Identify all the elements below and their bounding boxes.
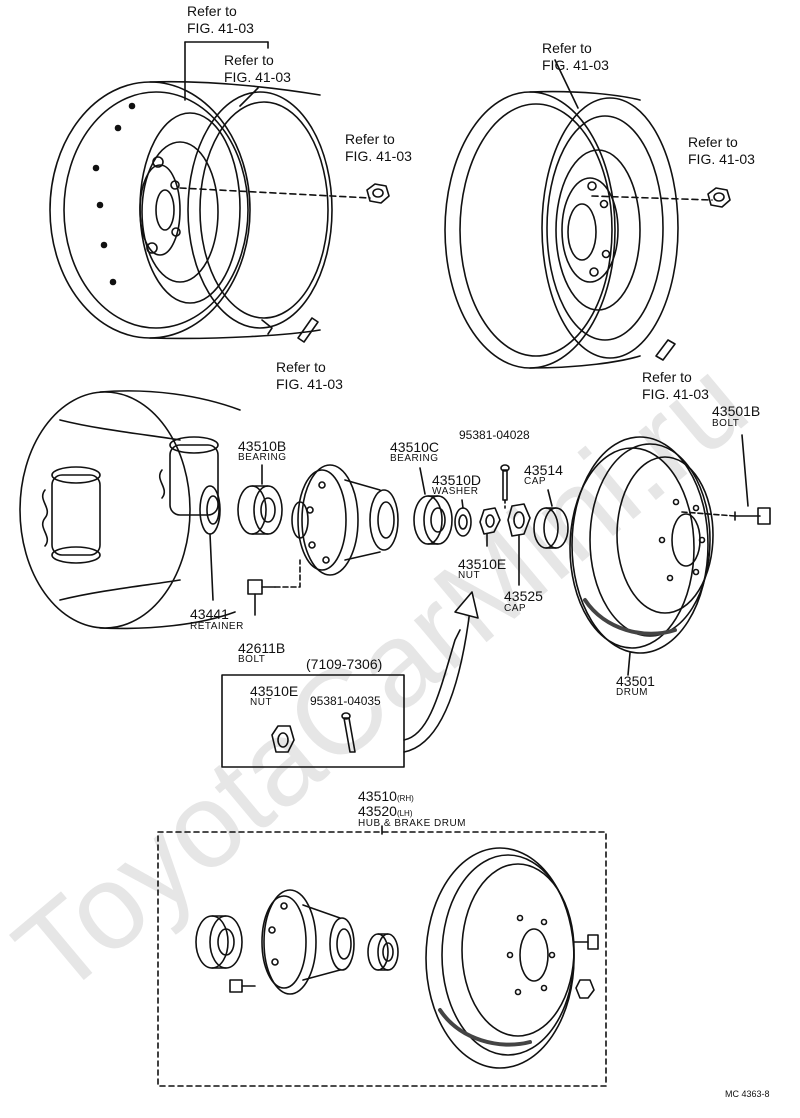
part-name-drum: DRUM <box>616 687 648 698</box>
outer-bearing <box>237 464 283 535</box>
assembly-name: HUB & BRAKE DRUM <box>358 818 467 829</box>
assembly-rh-row: 43510(RH) <box>358 789 414 803</box>
part-name-castle-cap: CAP <box>504 603 527 614</box>
assembly-lh-number: 43520 <box>358 803 397 819</box>
brake-drum <box>569 436 736 676</box>
part-number-washer: 43510D <box>432 472 482 488</box>
part-number-drum-bolt: 43501B <box>712 403 761 419</box>
brake-shoe-assembly <box>19 390 241 630</box>
cotter-pin <box>500 464 510 509</box>
refer-note-disc-wheel: Refer to FIG. 41-03 <box>542 40 609 73</box>
split-rim-wheel <box>49 41 371 340</box>
wheel-nut-right <box>707 187 731 208</box>
castle-cap <box>507 503 531 586</box>
wheel-hub <box>291 464 399 576</box>
part-name-grease-cap: CAP <box>524 476 547 487</box>
balance-weight-left <box>297 317 319 343</box>
refer-note-nut-right: Refer to FIG. 41-03 <box>688 134 755 167</box>
refer-note-nut-left: Refer to FIG. 41-03 <box>345 131 412 164</box>
hub-bolt <box>247 559 301 616</box>
diagram-code: MC 4363-8 <box>725 1089 770 1099</box>
balance-weight-right <box>655 339 676 361</box>
part-number-drum: 43501 <box>616 673 655 689</box>
retainer-part <box>199 485 221 601</box>
washer-part <box>454 499 472 537</box>
part-number-cotter-pin: 95381-04028 <box>459 428 530 442</box>
part-name-inner-bearing: BEARING <box>390 453 439 464</box>
inner-bearing <box>413 467 453 545</box>
variant-box <box>221 591 479 768</box>
part-number-retainer: 43441 <box>190 606 229 622</box>
variant-nut-number: 43510E <box>250 683 299 699</box>
part-name-hub-nut: NUT <box>458 570 481 581</box>
grease-cap <box>533 489 569 549</box>
assembly-lh-row: 43520(LH) <box>358 804 413 818</box>
part-number-castle-cap: 43525 <box>504 588 543 604</box>
assembly-box <box>157 825 607 1087</box>
assembly-lh-suffix: (LH) <box>396 809 413 818</box>
assembly-rh-number: 43510 <box>358 788 397 804</box>
disc-wheel <box>444 59 713 369</box>
part-name-hub-bolt: BOLT <box>238 654 266 665</box>
part-number-grease-cap: 43514 <box>524 462 563 478</box>
watermark-text: ToyotaCarMini.ru <box>0 334 772 1020</box>
variant-nut-name: NUT <box>250 697 273 708</box>
variant-pin-number: 95381-04035 <box>310 694 381 708</box>
hub-nut <box>479 507 501 547</box>
drum-bolt <box>734 434 771 525</box>
part-name-retainer: RETAINER <box>190 621 244 632</box>
part-number-outer-bearing: 43510B <box>238 438 287 454</box>
part-number-hub-nut: 43510E <box>458 556 507 572</box>
part-number-hub-bolt: 42611B <box>238 640 286 656</box>
wheel-nut-left <box>366 183 390 204</box>
refer-note-weight-right: Refer to FIG. 41-03 <box>642 369 709 402</box>
variant-date-range: (7109-7306) <box>306 656 383 672</box>
assembly-rh-suffix: (RH) <box>396 794 414 803</box>
refer-note-rim: Refer to FIG. 41-03 <box>187 3 254 36</box>
part-number-inner-bearing: 43510C <box>390 439 440 455</box>
refer-note-weight-left: Refer to FIG. 41-03 <box>276 359 343 392</box>
part-name-drum-bolt: BOLT <box>712 418 740 429</box>
part-name-washer: WASHER <box>432 486 479 497</box>
part-name-outer-bearing: BEARING <box>238 452 287 463</box>
refer-note-side-ring: Refer to FIG. 41-03 <box>224 52 291 85</box>
